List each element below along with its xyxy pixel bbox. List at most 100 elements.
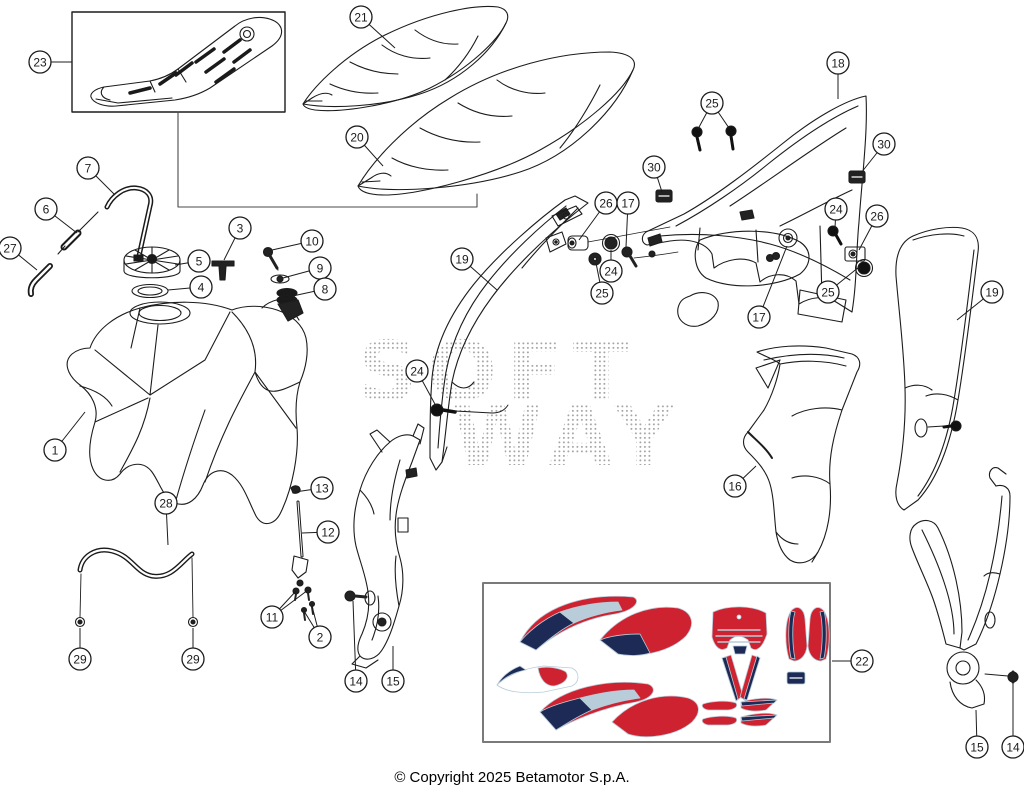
callout-circle	[344, 669, 368, 693]
callout-26: 26	[865, 204, 889, 228]
callout-circle	[345, 125, 369, 149]
callout-5: 5	[187, 249, 211, 273]
callout-number: 7	[85, 161, 92, 175]
callout-number: 8	[322, 282, 329, 296]
callout-27: 27	[0, 236, 22, 260]
callout-22: 22	[850, 649, 874, 673]
watermark-line2: WAY	[452, 390, 684, 485]
callout-12: 12	[316, 520, 340, 544]
callout-17: 17	[747, 305, 771, 329]
hose-fitting-part	[58, 212, 98, 254]
callout-circle	[316, 520, 340, 544]
callout-leader-17	[758, 245, 788, 318]
callout-number: 15	[970, 740, 984, 754]
right-bracket-bolt-part	[985, 672, 1018, 682]
callout-19: 19	[980, 280, 1004, 304]
connector-line	[178, 112, 477, 207]
callout-circle	[980, 280, 1004, 304]
right-bracket-part	[910, 468, 1010, 708]
callout-number: 18	[831, 56, 845, 70]
shroud-bolt-left-part	[431, 404, 508, 416]
callout-circle	[872, 132, 896, 156]
callout-number: 13	[315, 481, 329, 495]
tank-pad-box	[72, 12, 477, 207]
callout-number: 5	[196, 254, 203, 268]
callout-circle	[310, 476, 334, 500]
callout-11: 11	[260, 605, 284, 629]
callout-circle	[965, 735, 989, 759]
seat-20-part	[358, 52, 634, 195]
callout-circle	[43, 438, 67, 462]
callout-circle	[865, 204, 889, 228]
callout-14: 14	[344, 669, 368, 693]
callout-25: 25	[816, 280, 840, 304]
callout-circle	[28, 50, 52, 74]
callout-circle	[450, 247, 474, 271]
callout-number: 2	[317, 630, 324, 644]
fender-screws-part	[692, 126, 736, 150]
callout-number: 25	[821, 285, 835, 299]
callout-circle	[187, 249, 211, 273]
callout-circle	[816, 280, 840, 304]
callout-circle	[300, 229, 324, 253]
callout-20: 20	[345, 125, 369, 149]
callout-number: 26	[870, 209, 884, 223]
callout-circle	[76, 156, 100, 180]
callout-circle	[181, 647, 205, 671]
vent-hose-part	[107, 188, 151, 261]
callout-number: 26	[599, 196, 613, 210]
callout-30: 30	[642, 155, 666, 179]
callout-circle	[349, 5, 373, 29]
callout-number: 14	[349, 674, 363, 688]
callout-number: 12	[321, 525, 335, 539]
callout-10: 10	[300, 229, 324, 253]
seat-21-part	[303, 6, 508, 110]
callout-number: 25	[595, 286, 609, 300]
callout-25: 25	[700, 91, 724, 115]
callout-circle	[1001, 735, 1024, 759]
callout-number: 30	[877, 137, 891, 151]
callout-17: 17	[616, 191, 640, 215]
callout-circle	[68, 647, 92, 671]
callout-number: 24	[604, 264, 618, 278]
cap-gasket-part	[132, 285, 168, 298]
callout-30: 30	[872, 132, 896, 156]
callout-19: 19	[450, 247, 474, 271]
tank-bolt-part	[264, 248, 278, 269]
side-panel-part	[744, 346, 860, 563]
callout-circle	[826, 51, 850, 75]
hose-clamp-part	[76, 618, 198, 627]
callout-3: 3	[228, 216, 252, 240]
callout-circle	[0, 236, 22, 260]
callout-circle	[824, 197, 848, 221]
fuel-tank-part	[67, 299, 307, 524]
callout-26: 26	[594, 191, 618, 215]
callout-circle	[154, 491, 178, 515]
callout-circle	[616, 191, 640, 215]
right-fastener-cluster	[828, 226, 873, 277]
callout-number: 15	[386, 674, 400, 688]
callout-24: 24	[599, 259, 623, 283]
callout-15: 15	[381, 669, 405, 693]
callout-number: 24	[410, 364, 424, 378]
callout-number: 1	[52, 443, 59, 457]
callout-circle	[34, 197, 58, 221]
callout-number: 30	[647, 160, 661, 174]
callout-circle	[260, 605, 284, 629]
callout-14: 14	[1001, 735, 1024, 759]
callout-circle	[381, 669, 405, 693]
callout-circle	[405, 359, 429, 383]
breather-tube-part	[31, 266, 50, 294]
callout-13: 13	[310, 476, 334, 500]
callout-25: 25	[590, 281, 614, 305]
left-bracket-part	[352, 424, 424, 668]
callout-29: 29	[181, 647, 205, 671]
callout-number: 19	[455, 252, 469, 266]
fuel-cap-part	[124, 247, 180, 278]
callout-circle	[642, 155, 666, 179]
callout-number: 6	[43, 202, 50, 216]
left-bracket-bolt-part	[345, 591, 366, 601]
